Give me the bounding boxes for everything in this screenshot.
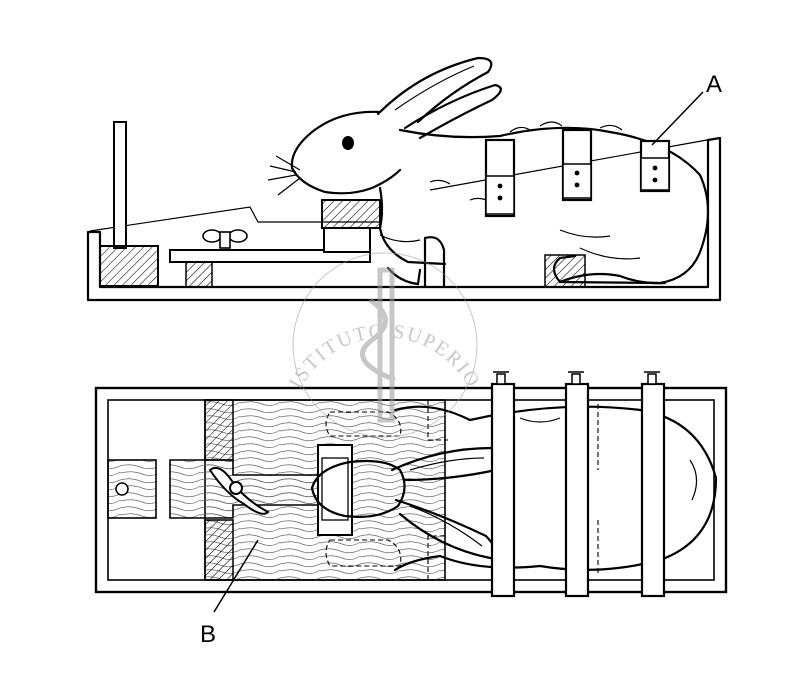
neck-block-lower xyxy=(323,227,371,253)
rabbit-side xyxy=(267,56,710,286)
paw-stop xyxy=(423,236,446,289)
plate-rail-left-bottom xyxy=(204,519,234,581)
watermark-text: ISTITUTO SUPERIORE DI SANITÀ xyxy=(0,0,483,392)
strap-2 xyxy=(561,128,593,202)
side-view: A xyxy=(86,56,722,302)
plate-support xyxy=(185,261,213,288)
wing-nut-top xyxy=(208,466,270,515)
rabbit-eye xyxy=(342,136,354,150)
neck-block-upper xyxy=(321,199,381,229)
strap-1 xyxy=(484,138,516,218)
wing-nut-side xyxy=(202,229,248,249)
strap-top-3 xyxy=(640,371,666,598)
label-a-leader xyxy=(651,91,704,146)
plate-rail-left-top xyxy=(204,399,234,461)
label-a: A xyxy=(706,71,722,98)
rod-block xyxy=(107,459,157,519)
hatched-block xyxy=(99,245,159,287)
top-view: B xyxy=(94,371,728,648)
rod-hole xyxy=(115,482,129,496)
strap-top-2 xyxy=(564,371,590,598)
strap-3 xyxy=(639,139,671,193)
sliding-plate xyxy=(169,249,371,263)
label-b: B xyxy=(200,621,216,648)
box-outer-wall xyxy=(86,136,722,302)
strap-top-1 xyxy=(490,371,516,598)
watermark: ISTITUTO SUPERIORE DI SANITÀ xyxy=(0,0,485,438)
vertical-rod xyxy=(113,121,127,249)
watermark-emblem xyxy=(360,267,396,423)
svg-text:ISTITUTO SUPERIORE DI SANITÀ: ISTITUTO SUPERIORE DI SANITÀ xyxy=(0,0,485,392)
box-top-edge xyxy=(89,137,719,232)
label-b-leader xyxy=(213,539,259,613)
